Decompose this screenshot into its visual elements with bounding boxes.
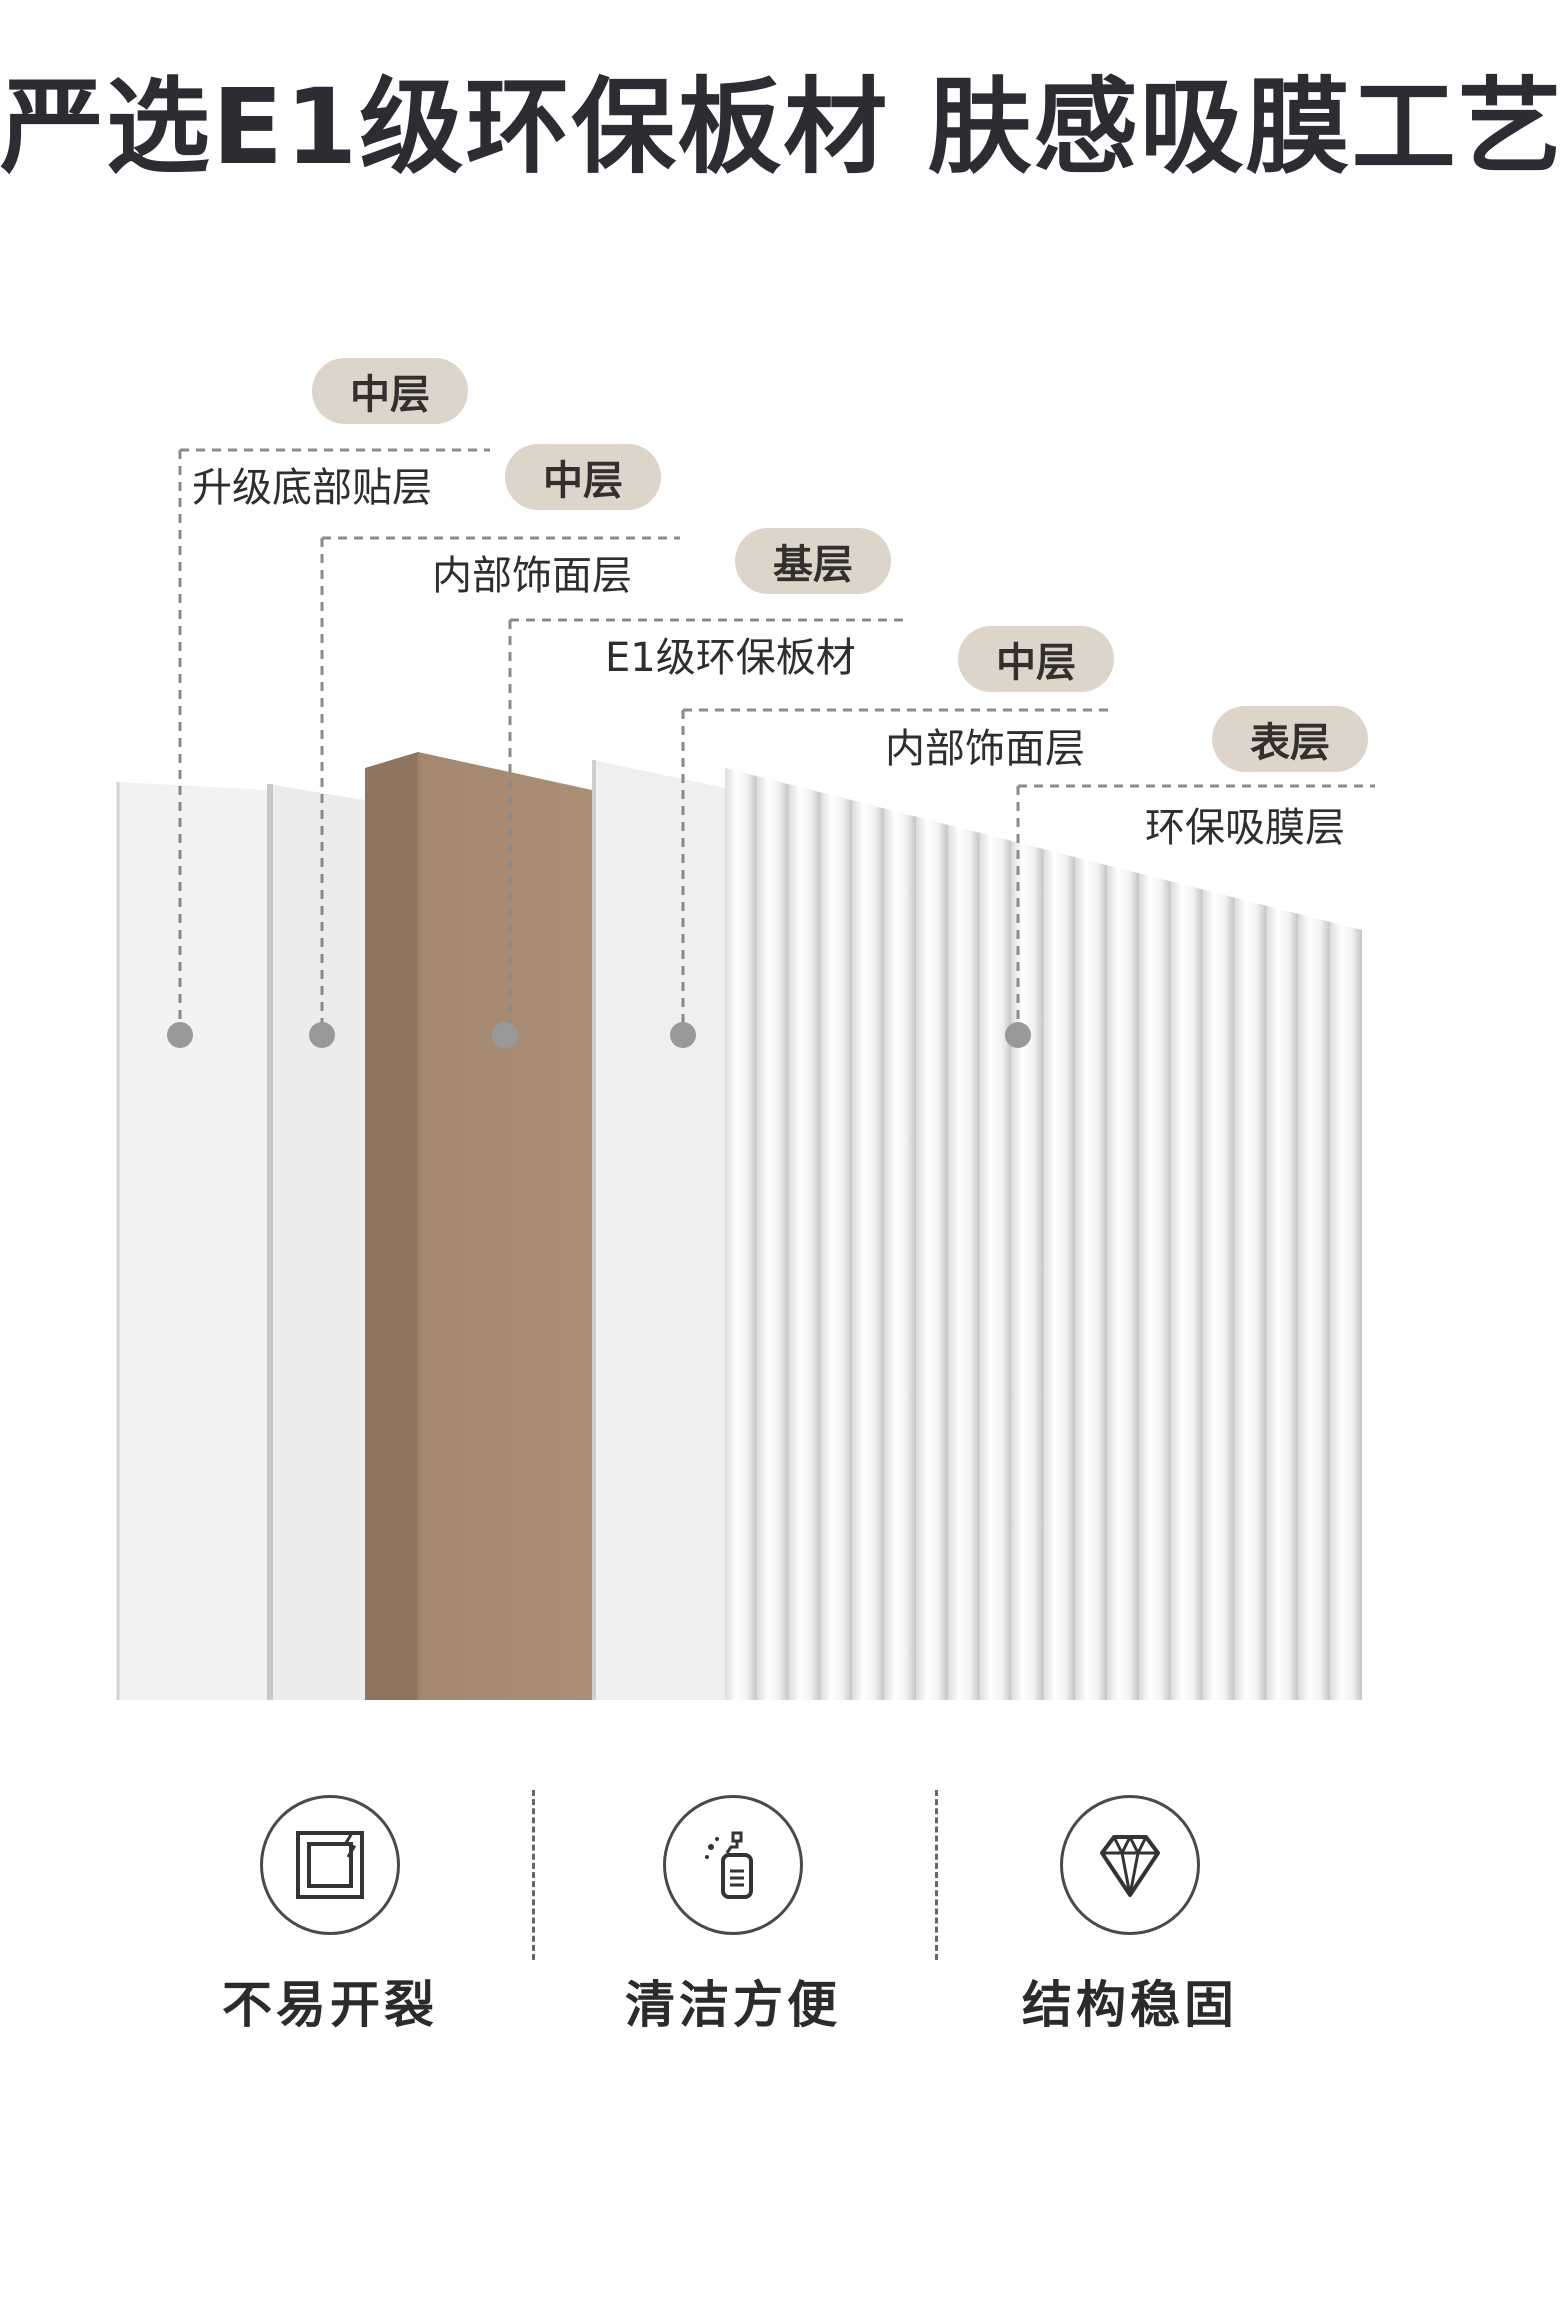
page-title: 严选E1级环保板材 肤感吸膜工艺 bbox=[0, 66, 1564, 188]
layer-marker-dot bbox=[492, 1022, 518, 1048]
flute-ridge bbox=[1043, 849, 1076, 1700]
layer-marker-dot bbox=[167, 1022, 193, 1048]
cleaning-bottle-icon bbox=[663, 1795, 803, 1935]
flute-ridge bbox=[1170, 881, 1203, 1700]
flute-ridge bbox=[852, 800, 885, 1700]
layer-label: 内部饰面层 bbox=[885, 726, 1085, 772]
layer-diagram bbox=[116, 448, 1375, 1700]
layer-badge: 中层 bbox=[505, 444, 661, 510]
layer-label: E1级环保板材 bbox=[605, 635, 856, 681]
flute-ridge bbox=[1011, 840, 1044, 1700]
feature-divider bbox=[532, 1790, 535, 1960]
feature-divider bbox=[935, 1790, 938, 1960]
flute-ridge bbox=[725, 768, 757, 1700]
layer-marker-dot bbox=[1005, 1022, 1031, 1048]
inner-decor-layer-right bbox=[592, 760, 725, 1700]
flute-ridge bbox=[1139, 873, 1171, 1700]
flute-ridge bbox=[979, 832, 1012, 1700]
layer-label: 升级底部贴层 bbox=[192, 465, 432, 511]
layer-badge: 表层 bbox=[1212, 706, 1368, 772]
flute-ridge bbox=[884, 808, 917, 1700]
flute-ridge bbox=[916, 816, 948, 1700]
feature-stable-structure: 结构稳固 bbox=[980, 1795, 1280, 2037]
layer-label: 内部饰面层 bbox=[432, 553, 632, 599]
leader-lines bbox=[167, 448, 1375, 1048]
layer-badge: 中层 bbox=[312, 358, 468, 424]
feature-label: 清洁方便 bbox=[625, 1976, 841, 2034]
crack-resistant-panel-icon bbox=[260, 1795, 400, 1935]
e1-core-board-front bbox=[418, 752, 592, 1700]
flute-ridge bbox=[1107, 865, 1140, 1700]
flute-ridge bbox=[1234, 897, 1267, 1700]
flute-ridge bbox=[756, 776, 789, 1700]
feature-label: 不易开裂 bbox=[222, 1976, 438, 2034]
flute-ridge bbox=[1202, 889, 1235, 1700]
layer-badge: 中层 bbox=[958, 626, 1114, 692]
layer-marker-dot bbox=[309, 1022, 335, 1048]
layer-badge: 基层 bbox=[735, 528, 891, 594]
flute-ridge bbox=[820, 792, 853, 1700]
flute-ridge bbox=[1298, 913, 1331, 1700]
flute-ridge bbox=[1075, 857, 1108, 1700]
fluted-surface-film bbox=[725, 768, 1362, 1700]
e1-core-board-side bbox=[365, 752, 418, 1700]
inner-decor-layer-left bbox=[268, 784, 365, 1700]
feature-label: 结构稳固 bbox=[1022, 1976, 1238, 2034]
feature-crack-resistant: 不易开裂 bbox=[180, 1795, 480, 2037]
bottom-backing-layer bbox=[118, 782, 268, 1700]
flute-ridge bbox=[788, 784, 821, 1700]
layer-marker-dot bbox=[670, 1022, 696, 1048]
layer-label: 环保吸膜层 bbox=[1145, 805, 1345, 851]
diamond-icon bbox=[1060, 1795, 1200, 1935]
flute-ridge bbox=[1330, 921, 1362, 1700]
flute-ridge bbox=[1266, 905, 1299, 1700]
feature-easy-clean: 清洁方便 bbox=[583, 1795, 883, 2037]
flute-ridge bbox=[947, 824, 980, 1700]
